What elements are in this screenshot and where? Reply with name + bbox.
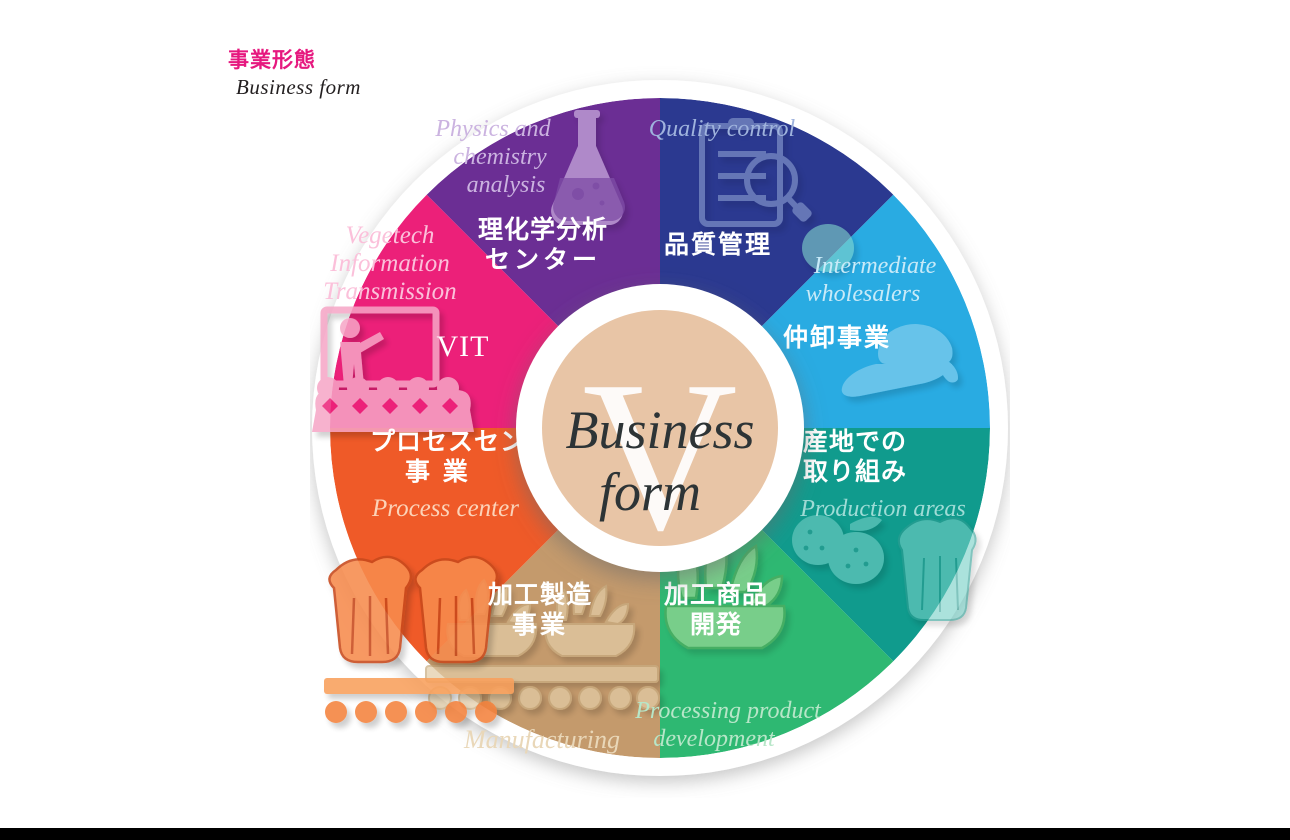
center-line-1: Business (566, 400, 755, 460)
label-en-line-1: Process center (371, 495, 519, 522)
flask-icon (551, 110, 625, 225)
page-title: 事業形態 Business form (228, 48, 361, 100)
label-jp-line-2: 開発 (690, 610, 742, 639)
label-production-areas: 産地での 取り組み Production areas (799, 427, 966, 522)
label-en-line-1: Physics and (434, 116, 551, 142)
label-en-line-2: Information (329, 250, 449, 277)
label-en-line-1: Production areas (799, 496, 966, 522)
label-en-line-1: Quality control (649, 116, 796, 142)
center-line-2: form (599, 462, 701, 522)
label-jp-line-1: 加工製造 (487, 580, 592, 609)
label-jp-line-1: 加工商品 (663, 580, 768, 609)
page-title-jp: 事業形態 (228, 48, 316, 72)
label-en-line-2: wholesalers (806, 281, 921, 307)
label-en-line-1: Manufacturing (463, 725, 620, 754)
page-title-en: Business form (236, 75, 361, 100)
label-en-line-1: Intermediate (813, 253, 937, 279)
label-jp-line-2: 取り組み (803, 457, 907, 486)
center-watermark-letter: V (582, 336, 737, 575)
label-jp-line-2: 事 業 (405, 457, 470, 486)
label-jp-line-1: 仲卸事業 (783, 323, 891, 352)
label-processing-product-development: 加工商品 開発 Processing product development (634, 580, 822, 752)
label-jp-line-2: 事業 (512, 610, 568, 639)
presentation-audience-icon (312, 306, 474, 432)
label-vit: Vegetech Information Transmission VIT (323, 222, 490, 363)
cap-icon (841, 324, 958, 397)
label-physics-chemistry-analysis: Physics and chemistry analysis 理化学分析 センタ… (434, 116, 608, 274)
center-disc (542, 310, 778, 546)
label-en-line-1: Processing product (634, 698, 822, 724)
label-manufacturing: 加工製造 事業 Manufacturing (463, 580, 620, 754)
conveyor-lettuce-icon (324, 555, 514, 723)
label-jp-line-1: 理化学分析 (478, 215, 608, 244)
clipboard-magnifier-icon (699, 118, 812, 227)
label-jp-line-1: VIT (437, 330, 490, 363)
label-quality-control: Quality control 品質管理 (649, 116, 796, 259)
center-medallion[interactable]: V Business form (516, 284, 804, 575)
label-en-line-1: Vegetech (346, 222, 435, 249)
label-en-line-2: chemistry (453, 144, 547, 170)
produce-icon-group (792, 515, 977, 621)
label-intermediate-wholesalers: Intermediate wholesalers 仲卸事業 (783, 253, 937, 352)
fruit-vegetable-icon (802, 224, 854, 272)
label-en-line-3: analysis (467, 172, 546, 198)
label-jp-line-1: 品質管理 (664, 230, 772, 259)
business-form-wheel: Physics and chemistry analysis 理化学分析 センタ… (310, 58, 1010, 798)
label-jp-line-2: センター (485, 245, 601, 274)
label-en-line-3: Transmission (323, 278, 456, 305)
bottom-bar (0, 828, 1290, 840)
label-jp-line-1: 産地での (803, 427, 907, 456)
label-en-line-2: development (653, 726, 776, 752)
